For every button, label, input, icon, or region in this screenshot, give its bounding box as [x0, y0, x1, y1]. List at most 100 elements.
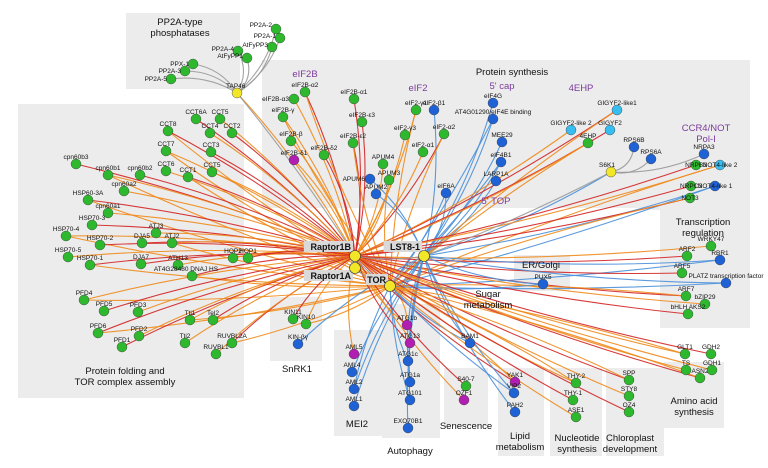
- node-marker: [623, 390, 635, 402]
- node-rbr1: RBR1: [711, 250, 729, 266]
- group-label-line: synthesis: [674, 407, 714, 418]
- node-label: PLATZ transcription factor: [688, 273, 764, 280]
- node-hsp705: HSP70-5: [55, 247, 82, 263]
- node-cct5b: CCT5: [204, 162, 221, 178]
- node-arf7: ARF7: [678, 286, 695, 302]
- node-label: CCT8: [160, 121, 177, 128]
- edge: [353, 255, 425, 390]
- group-label-line: metabolism: [496, 442, 545, 453]
- hub-lst8: LST8-1: [383, 241, 430, 262]
- node-dja5: DJA5: [134, 233, 150, 249]
- node-marker: [628, 141, 640, 153]
- node-label: eIF2-α2: [433, 124, 456, 131]
- node-eif2g1: eIF2-γ1: [405, 100, 427, 116]
- edge: [354, 255, 630, 397]
- node-label: eIF2B-δ1: [281, 150, 308, 157]
- node-marker: [490, 175, 502, 187]
- node-marker: [347, 137, 359, 149]
- node-marker: [604, 124, 616, 136]
- node-eif2be2: eIF2B-ε2: [340, 133, 366, 149]
- node-atg1c: ATG1c: [398, 351, 419, 367]
- node-marker: [377, 158, 389, 170]
- edge: [236, 92, 356, 257]
- node-marker: [676, 267, 688, 279]
- node-label: bZIP29: [695, 294, 716, 301]
- edge: [354, 255, 630, 413]
- node-label: GLT1: [677, 344, 693, 351]
- node-marker: [160, 165, 172, 177]
- node-marker: [277, 111, 289, 123]
- edge: [389, 133, 445, 287]
- node-marker: [464, 337, 476, 349]
- node-marker: [440, 187, 452, 199]
- node-marker: [404, 394, 416, 406]
- node-pp2a3: PP2A-3: [159, 65, 191, 77]
- edge: [304, 91, 356, 257]
- node-marker: [242, 252, 254, 264]
- node-marker: [458, 394, 470, 406]
- node-marker: [570, 377, 582, 389]
- edge: [353, 255, 425, 407]
- group-5cap: 5' cap: [489, 81, 514, 92]
- node-at4g: AT4G01290/eIF4E binding: [455, 109, 532, 125]
- node-label: HSP70-1: [77, 255, 104, 262]
- node-label: NOT3: [681, 195, 699, 202]
- edge: [423, 171, 612, 257]
- node-marker: [623, 406, 635, 418]
- node-atfypp1: AtFyPP1: [217, 52, 253, 64]
- node-marker: [605, 166, 617, 178]
- node-marker: [720, 277, 732, 289]
- node-gdh2: GDH2: [702, 344, 720, 360]
- node-marker: [270, 23, 282, 35]
- node-label: CCT6: [158, 161, 175, 168]
- node-atj2: ATJ2: [165, 233, 180, 249]
- node-marker: [611, 104, 623, 116]
- edge: [354, 255, 689, 315]
- node-aml4: AML4: [344, 362, 361, 378]
- node-s6k1: S6K1: [599, 162, 617, 178]
- node-marker: [187, 58, 199, 70]
- node-label: MEE29: [491, 132, 513, 139]
- node-marker: [226, 127, 238, 139]
- node-label: OZF1: [456, 390, 473, 397]
- node-cct4: CCT4: [202, 123, 219, 139]
- node-label: cpn60b1: [96, 165, 121, 172]
- node-marker: [714, 159, 726, 171]
- group-label-line: Protein folding and: [85, 366, 164, 377]
- node-label: bHLH AKS2: [671, 304, 706, 311]
- edge: [191, 255, 356, 277]
- node-marker: [681, 250, 693, 262]
- node-label: eIF2-γ3: [394, 125, 416, 132]
- group-4ehp: 4EHP: [569, 83, 594, 94]
- node-marker: [348, 383, 360, 395]
- node-cct2: CCT2: [224, 123, 241, 139]
- node-marker: [690, 159, 702, 171]
- node-label: Tti2: [180, 333, 191, 340]
- group-label-line: Nucleotide: [555, 433, 600, 444]
- group-label-line: Autophagy: [387, 446, 433, 457]
- node-thy2: THY-2: [567, 373, 585, 389]
- edge: [354, 129, 572, 257]
- node-label: PPX-1: [170, 61, 189, 68]
- node-label: CCT2: [224, 123, 241, 130]
- node-pfd4: PFD4: [76, 290, 93, 306]
- group-er: ER/Golgi: [522, 260, 560, 271]
- node-label: PFD4: [76, 290, 93, 297]
- node-label: PUX5: [535, 274, 552, 281]
- hub-tor: TOR: [365, 274, 396, 292]
- edge: [423, 255, 516, 413]
- node-label: AT4G01290/eIF4E binding: [455, 109, 532, 116]
- node-marker: [714, 254, 726, 266]
- edge: [389, 285, 515, 394]
- node-yak1: YAK1: [507, 372, 523, 388]
- node-ase1: ASE1: [568, 407, 585, 423]
- node-nrpa3: NRPA3: [693, 144, 715, 160]
- node-marker: [135, 258, 147, 270]
- node-label: CCT6A: [185, 109, 207, 116]
- node-label: APUM4: [372, 154, 395, 161]
- edge: [389, 285, 686, 355]
- edge: [83, 285, 391, 301]
- node-marker: [133, 330, 145, 342]
- node-ppx1: PPX-1: [170, 58, 199, 70]
- node-marker: [508, 387, 520, 399]
